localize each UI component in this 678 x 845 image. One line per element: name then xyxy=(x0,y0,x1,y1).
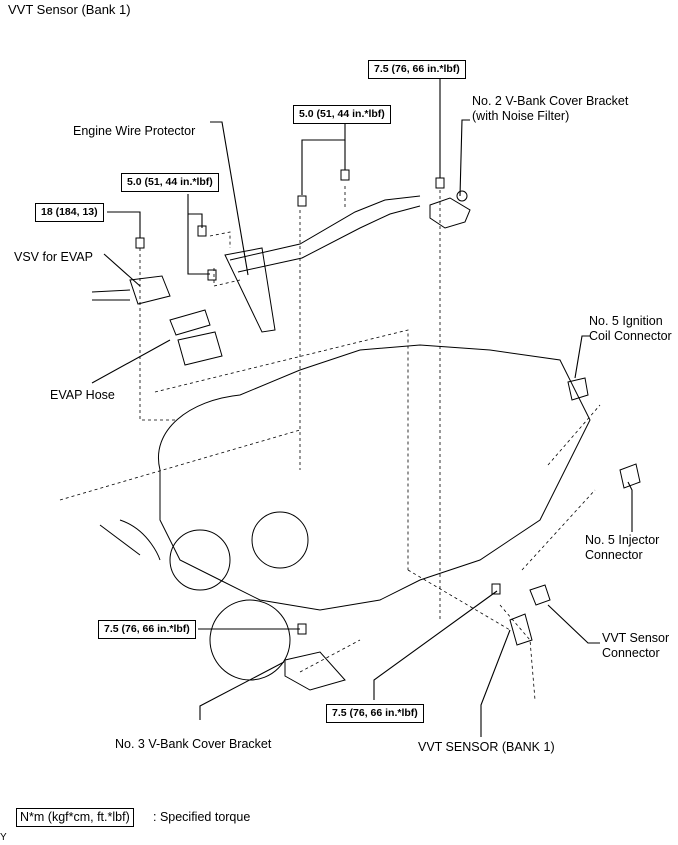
leader-evap-hose xyxy=(91,339,171,384)
bolts xyxy=(135,169,501,635)
corner-mark: Y xyxy=(0,832,7,843)
leader-vvt-bolt xyxy=(373,590,498,700)
leader-vvt-sensor xyxy=(480,629,511,737)
leader-no2-bracket xyxy=(459,119,470,197)
torque-vsv-bolt: 18 (184, 13) xyxy=(35,203,104,222)
label-no5-ignition-coil-connector: No. 5 Ignition Coil Connector xyxy=(589,314,672,344)
leader-vsv xyxy=(103,253,141,287)
leader-wire-protector xyxy=(210,121,249,276)
leader-lines xyxy=(91,78,633,737)
label-no2-bracket-line2: (with Noise Filter) xyxy=(472,109,570,123)
leader-ign-coil xyxy=(574,335,590,379)
torque-wire-protector-lower: 5.0 (51, 44 in.*lbf) xyxy=(121,173,219,192)
torque-no2-bracket-bolt: 7.5 (76, 66 in.*lbf) xyxy=(368,60,466,79)
leader-upper-bolts xyxy=(301,124,346,195)
page-title: VVT Sensor (Bank 1) xyxy=(8,2,131,17)
alignment-lines xyxy=(59,186,601,701)
leader-no3-bracket xyxy=(199,661,285,720)
label-no5-injector-connector: No. 5 Injector Connector xyxy=(585,533,659,563)
label-no3-bracket: No. 3 V-Bank Cover Bracket xyxy=(115,737,272,751)
label-engine-wire-protector: Engine Wire Protector xyxy=(73,124,196,138)
label-vvt-sensor-connector: VVT Sensor Connector xyxy=(602,631,669,661)
torque-no3-bracket-bolt: 7.5 (76, 66 in.*lbf) xyxy=(98,620,196,639)
label-vvt-sensor: VVT SENSOR (BANK 1) xyxy=(418,740,555,754)
leader-vsv-bolt xyxy=(107,211,141,238)
label-vvt-conn-line1: VVT Sensor xyxy=(602,631,670,645)
components xyxy=(91,190,641,691)
legend-torque-box: N*m (kgf*cm, ft.*lbf) xyxy=(16,808,134,827)
legend-text: : Specified torque xyxy=(153,810,251,824)
label-ign-line2: Coil Connector xyxy=(589,329,672,343)
label-vsv-for-evap: VSV for EVAP xyxy=(14,250,93,264)
label-vvt-conn-line2: Connector xyxy=(602,646,660,660)
label-no2-bracket: No. 2 V-Bank Cover Bracket (with Noise F… xyxy=(472,94,628,124)
label-inj-line2: Connector xyxy=(585,548,643,562)
label-evap-hose: EVAP Hose xyxy=(50,388,115,402)
label-ign-line1: No. 5 Ignition xyxy=(589,314,663,328)
leader-vvt-connector xyxy=(547,604,600,644)
label-inj-line1: No. 5 Injector xyxy=(585,533,660,547)
torque-wire-protector-upper: 5.0 (51, 44 in.*lbf) xyxy=(293,105,391,124)
leader-injector xyxy=(627,481,633,532)
torque-vvt-sensor-bolt: 7.5 (76, 66 in.*lbf) xyxy=(326,704,424,723)
leader-lower-bolts xyxy=(187,194,210,275)
label-no2-bracket-line1: No. 2 V-Bank Cover Bracket xyxy=(472,94,629,108)
